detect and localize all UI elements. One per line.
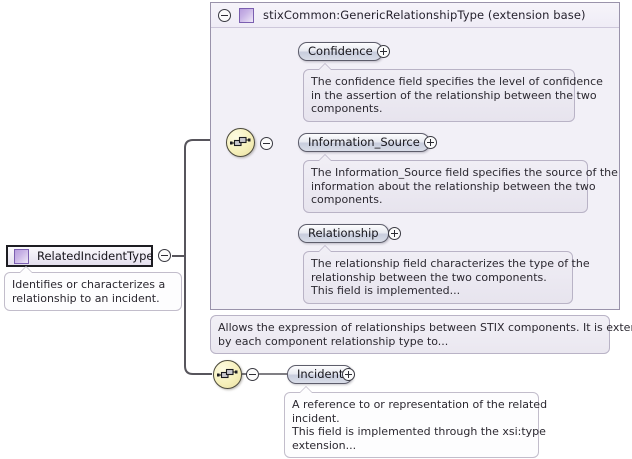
local-compositor-collapse-minus-icon[interactable]	[246, 368, 259, 381]
extension-base-title: stixCommon:GenericRelationshipType (exte…	[263, 8, 586, 22]
annotation-line: This field is implemented...	[311, 284, 461, 298]
annotation-line: relationship to an incident.	[12, 291, 160, 305]
annotation-line: information about the relationship betwe…	[311, 179, 596, 193]
element-label: Confidence	[308, 43, 373, 58]
annotation-extension-base: Allows the expression of relationships b…	[210, 315, 632, 355]
sequence-compositor-icon[interactable]	[213, 360, 242, 389]
element-confidence-expand-plus-icon[interactable]	[377, 45, 390, 58]
element-information-source-expand-plus-icon[interactable]	[424, 136, 437, 149]
annotation-line: in the assertion of the relationship bet…	[311, 88, 597, 102]
annotation-line: A reference to or representation of the …	[292, 398, 548, 411]
root-type-collapse-minus-icon[interactable]	[158, 249, 171, 262]
annotation-line: extension...	[292, 438, 357, 452]
annotation-line: This field is implemented through the xs…	[292, 425, 546, 439]
element-label: Incident	[297, 366, 344, 381]
element-label: Information_Source	[308, 134, 420, 149]
root-type-label: RelatedIncidentType	[37, 249, 154, 263]
root-type-box[interactable]: RelatedIncidentType	[6, 245, 153, 267]
annotation-line: Identifies or characterizes a	[12, 278, 166, 291]
collapse-minus-icon[interactable]	[218, 8, 231, 22]
annotation-line: The Information_Source field specifies t…	[311, 166, 618, 179]
annotation-line: components.	[311, 102, 383, 116]
annotation-line: components.	[311, 193, 383, 207]
annotation-line: The relationship field characterizes the…	[311, 257, 590, 270]
element-relationship-expand-plus-icon[interactable]	[388, 227, 401, 240]
element-relationship[interactable]: Relationship	[298, 224, 389, 243]
sequence-compositor-icon[interactable]	[226, 128, 255, 157]
annotation-line: incident.	[292, 411, 340, 425]
annotation-line: relationship between the two components.	[311, 270, 547, 284]
complex-type-icon	[14, 248, 29, 264]
annotation-relationship: The relationship field characterizes the…	[303, 245, 590, 304]
element-label: Relationship	[308, 225, 379, 240]
extension-base-header: stixCommon:GenericRelationshipType (exte…	[211, 3, 619, 28]
annotation-line: Allows the expression of relationships b…	[218, 321, 632, 334]
compositor-collapse-minus-icon[interactable]	[260, 137, 273, 150]
complex-type-icon	[239, 7, 254, 23]
annotation-related-incident-type: Identifies or characterizes a relationsh…	[4, 266, 182, 312]
annotation-line: The confidence field specifies the level…	[311, 75, 603, 88]
annotation-confidence: The confidence field specifies the level…	[303, 63, 603, 122]
annotation-line: by each component relationship type to..…	[218, 334, 449, 348]
extension-base-container: stixCommon:GenericRelationshipType (exte…	[210, 2, 620, 310]
annotation-information-source: The Information_Source field specifies t…	[303, 154, 618, 213]
element-incident-expand-plus-icon[interactable]	[342, 368, 355, 381]
element-information-source[interactable]: Information_Source	[298, 133, 430, 152]
element-confidence[interactable]: Confidence	[298, 42, 383, 61]
annotation-incident: A reference to or representation of the …	[284, 386, 548, 459]
